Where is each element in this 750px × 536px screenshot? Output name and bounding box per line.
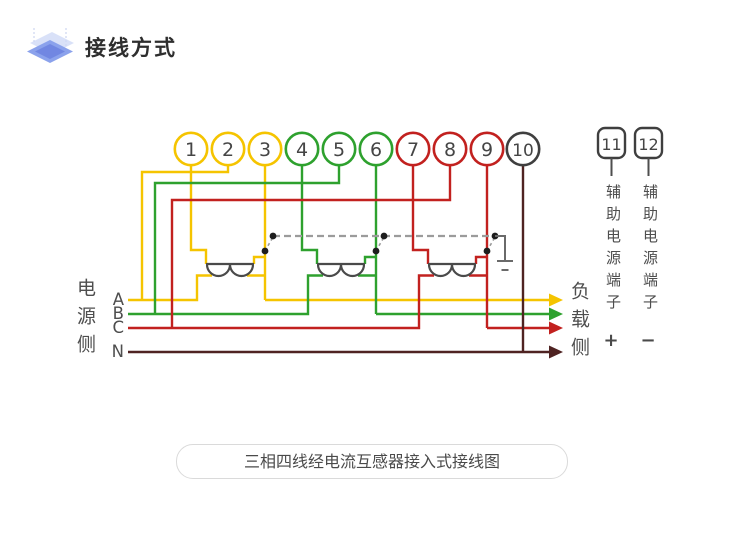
wire-segment [411,165,430,264]
phase-c-load-arrow [549,321,563,335]
ground-lead [495,235,506,261]
aux-terminal-12-sign: − [640,330,656,351]
terminal-circle-9 [469,131,505,167]
terminals-phase-a [173,131,283,167]
phase-letter-a: A [113,290,125,309]
terminal-circle-2 [210,131,246,167]
terminal-number: 7 [407,139,419,161]
terminal-number: 10 [512,141,534,161]
link-dot [372,247,380,255]
wire-segment [252,255,265,264]
link-dot [261,247,269,255]
wire-segment [189,165,208,264]
terminal-number: 5 [333,139,345,161]
terminal-number: 3 [259,139,271,161]
terminal-number: 6 [370,139,382,161]
phase-letter-c: C [112,318,124,337]
wire-segment [140,165,230,301]
wire-segment [128,274,323,316]
page-title: 接线方式 [85,36,177,60]
neutral-load-arrow [549,345,563,359]
terminal-circle-6 [358,131,394,167]
current-transformers [205,262,477,278]
aux-terminal-11-sign: + [603,330,619,351]
ct-a-coil [205,264,255,278]
aux-terminal-12-label: 辅助电源端子 [641,184,659,316]
diagram-caption: 三相四线经电流互感器接入式接线图 [176,444,568,479]
ct-c-coil [427,264,477,278]
link-dot [483,247,491,255]
phase-letters: A B C N [112,290,125,361]
wire-segment [474,255,487,264]
wire-segment [363,255,376,264]
terminal-number: 1 [185,139,197,161]
phase-letter-n: N [112,342,124,361]
terminal-circle-7 [395,131,431,167]
wire-segment [128,274,434,330]
phase-a-load-arrow [549,293,563,307]
terminal-circle-5 [321,131,357,167]
terminal-circle-4 [284,131,320,167]
aux-terminal-number: 12 [638,135,658,154]
terminal-circle-10 [505,131,541,167]
terminal-circle-8 [432,131,468,167]
load-side-label: 负载侧 [568,281,590,365]
terminal-circle-1 [173,131,209,167]
wire-segment [128,274,212,302]
phase-b-load-arrow [549,307,563,321]
layers-icon [27,28,74,63]
terminal-number: 2 [222,139,234,161]
link-dot [380,232,388,240]
terminals-phase-b [284,131,394,167]
terminal-number: 8 [444,139,456,161]
link-dot [269,232,277,240]
page-header: 接线方式 [0,0,750,80]
aux-terminals: 11 12 [596,126,664,176]
wire-segment [300,165,319,264]
phase-c-wiring [128,165,549,330]
phase-letter-b: B [113,304,124,323]
phase-a-wiring [128,165,549,302]
terminal-number: 4 [296,139,308,161]
terminal-number: 9 [481,139,493,161]
terminal-circles [173,131,541,167]
terminal-numbers: 1 2 3 4 5 6 7 8 9 10 [185,139,534,161]
ct-b-coil [316,264,366,278]
terminal-circle-3 [247,131,283,167]
voltage-link-bus [264,234,496,252]
wire-segment [153,165,341,315]
source-side-label: 电源侧 [74,278,96,362]
aux-terminal-number: 11 [601,135,621,154]
wire-segment [170,165,452,329]
terminals-phase-c [395,131,505,167]
aux-terminal-11-label: 辅助电源端子 [604,184,622,316]
ground-symbol [495,235,513,271]
neutral-wiring [128,165,549,354]
terminal-neutral [505,131,541,167]
